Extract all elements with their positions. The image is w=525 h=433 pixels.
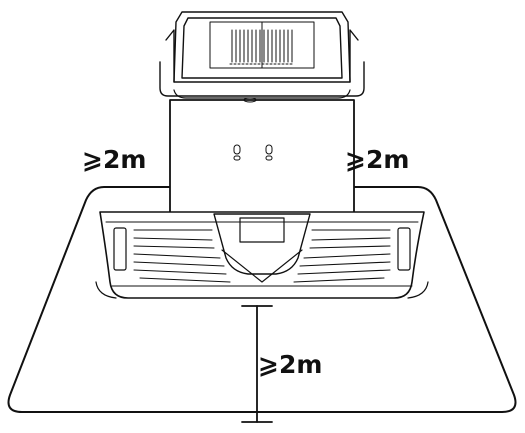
left-clearance-label: ⩾2m xyxy=(82,145,147,174)
clearance-boundary-outline xyxy=(7,186,517,413)
dust-bin-icon xyxy=(159,11,365,97)
front-clearance-dimension-line xyxy=(241,305,273,423)
station-body-icon xyxy=(169,89,355,221)
brush-grille-icon xyxy=(229,29,295,65)
left-ramp-grooves-icon xyxy=(133,229,231,283)
right-clearance-label: ⩾2m xyxy=(345,145,410,174)
front-clearance-label: ⩾2m xyxy=(258,350,323,379)
base-ramp-icon xyxy=(95,211,429,299)
right-ramp-grooves-icon xyxy=(293,229,391,283)
